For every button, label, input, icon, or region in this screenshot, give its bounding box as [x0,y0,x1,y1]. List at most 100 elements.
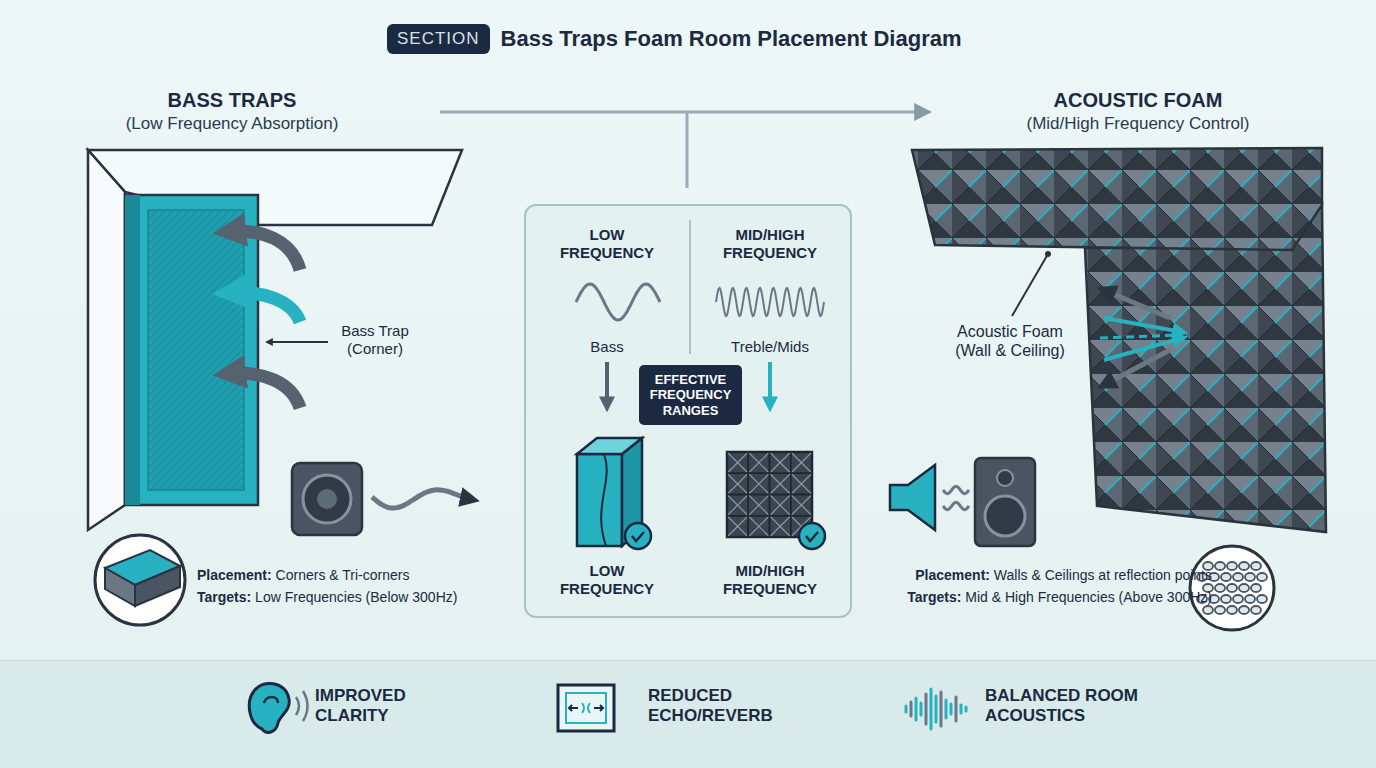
speaker-icon [985,496,1025,536]
foam-icon [770,473,791,494]
waveform-icon [930,689,933,729]
text-label: Targets: Low Frequencies (Below 300Hz) [197,589,527,606]
absorption-arrow [226,292,300,322]
text-label: (Low Frequency Absorption) [72,114,392,134]
text-label: Bass Trap (Corner) [332,322,418,358]
wall-foam [1085,205,1326,532]
node-text: BALANCED ROOM ACOUSTICS [985,686,1150,727]
foam-cell-inset [1251,562,1261,570]
check-badge [799,523,825,549]
foam-icon [791,452,812,473]
speaker-icon [303,475,351,523]
speaker-icon [975,458,1035,546]
speaker-icon [292,463,362,535]
foam-icon [770,452,791,473]
low-wave [576,284,660,320]
room-icon [566,693,606,723]
check-badge [632,532,644,541]
waveform-icon [955,697,958,721]
foam-icon [727,452,812,537]
bass-trap-icon [577,438,642,454]
foam-icon [770,516,791,537]
room-icon [558,685,614,731]
node-text: SECTION [397,29,480,49]
foam-icon [748,516,769,537]
foam-cell-inset [1221,573,1231,581]
ear-icon [264,697,278,703]
ceiling-foam [912,148,1322,250]
waveform-icon [950,704,953,714]
foam-icon [748,516,769,537]
foam-icon [770,473,791,494]
diagram-title: Bass Traps Foam Room Placement Diagram [501,26,962,52]
text-label: BASS TRAPS [72,88,392,112]
ear-icon [249,683,289,732]
node-text: LOW FREQUENCY [557,226,657,262]
corner-illustration [125,195,140,505]
foam-icon [791,473,812,494]
foam-cell-inset [1257,573,1267,581]
ear-icon [249,683,307,732]
foam-icon [727,452,748,473]
foam-icon [727,495,748,516]
absorption-arrow [226,373,300,408]
node-text: Treble/Mids [710,338,830,356]
waveform-icon [910,702,913,716]
flow-arrow [686,112,689,188]
foam-icon [748,473,769,494]
foam-cell-inset [1245,573,1255,581]
leader-line [1012,254,1048,316]
tweeter-icon [890,465,935,530]
foam-icon [791,495,812,516]
corner-illustration [148,210,244,490]
room-icon [582,703,590,713]
node-text: MID/HIGH FREQUENCY [700,562,840,598]
foam-illustration [1100,335,1182,338]
foam-cell-inset [1227,606,1237,614]
speaker-icon [975,458,1035,546]
foam-cell-inset [1251,606,1261,614]
node-text: LOW FREQUENCY [557,562,657,598]
text-label: ACOUSTIC FOAM [978,88,1298,112]
foam-icon [727,452,812,537]
tweeter-icon [890,465,935,530]
foam-icon [770,516,791,537]
foam-cell-inset [1221,595,1231,603]
waveform-icon [925,694,928,724]
material-inset [135,566,180,606]
text-label: (Mid/High Frequency Control) [978,114,1298,134]
sound-wave [943,502,969,509]
corner-illustration [88,150,472,535]
ear-icon [296,691,308,721]
foam-icon [727,495,748,516]
foam-illustration [890,148,1326,546]
foam-cell-inset [1245,595,1255,603]
leader-line [268,341,328,343]
corner-illustration [88,150,125,530]
speaker-icon [317,489,337,509]
foam-cell-inset [1233,595,1243,603]
down-arrow [768,362,772,406]
foam-icon [770,495,791,516]
check-badge [806,532,818,541]
speaker-icon [292,463,362,535]
foam-cell-inset [1257,595,1267,603]
foam-cell-inset [1251,584,1261,592]
foam-cell-inset [1190,546,1274,630]
flow-arrow [440,111,925,114]
foam-icon [791,473,812,494]
foam-cell-inset [1239,562,1249,570]
benefit-band: IMPROVED CLARITYREDUCED ECHO/REVERBBALAN… [0,660,1376,768]
foam-icon [727,452,748,473]
foam-icon [727,516,748,537]
bass-trap-icon [577,454,622,546]
waveform-icon [905,706,908,712]
waveform-icon [935,696,938,722]
foam-icon [748,495,769,516]
corner-illustration [148,210,244,490]
foam-cell-inset [1233,573,1243,581]
bass-trap-icon [601,454,607,546]
node-text: MID/HIGH FREQUENCY [700,226,840,262]
speaker-icon [997,470,1013,486]
